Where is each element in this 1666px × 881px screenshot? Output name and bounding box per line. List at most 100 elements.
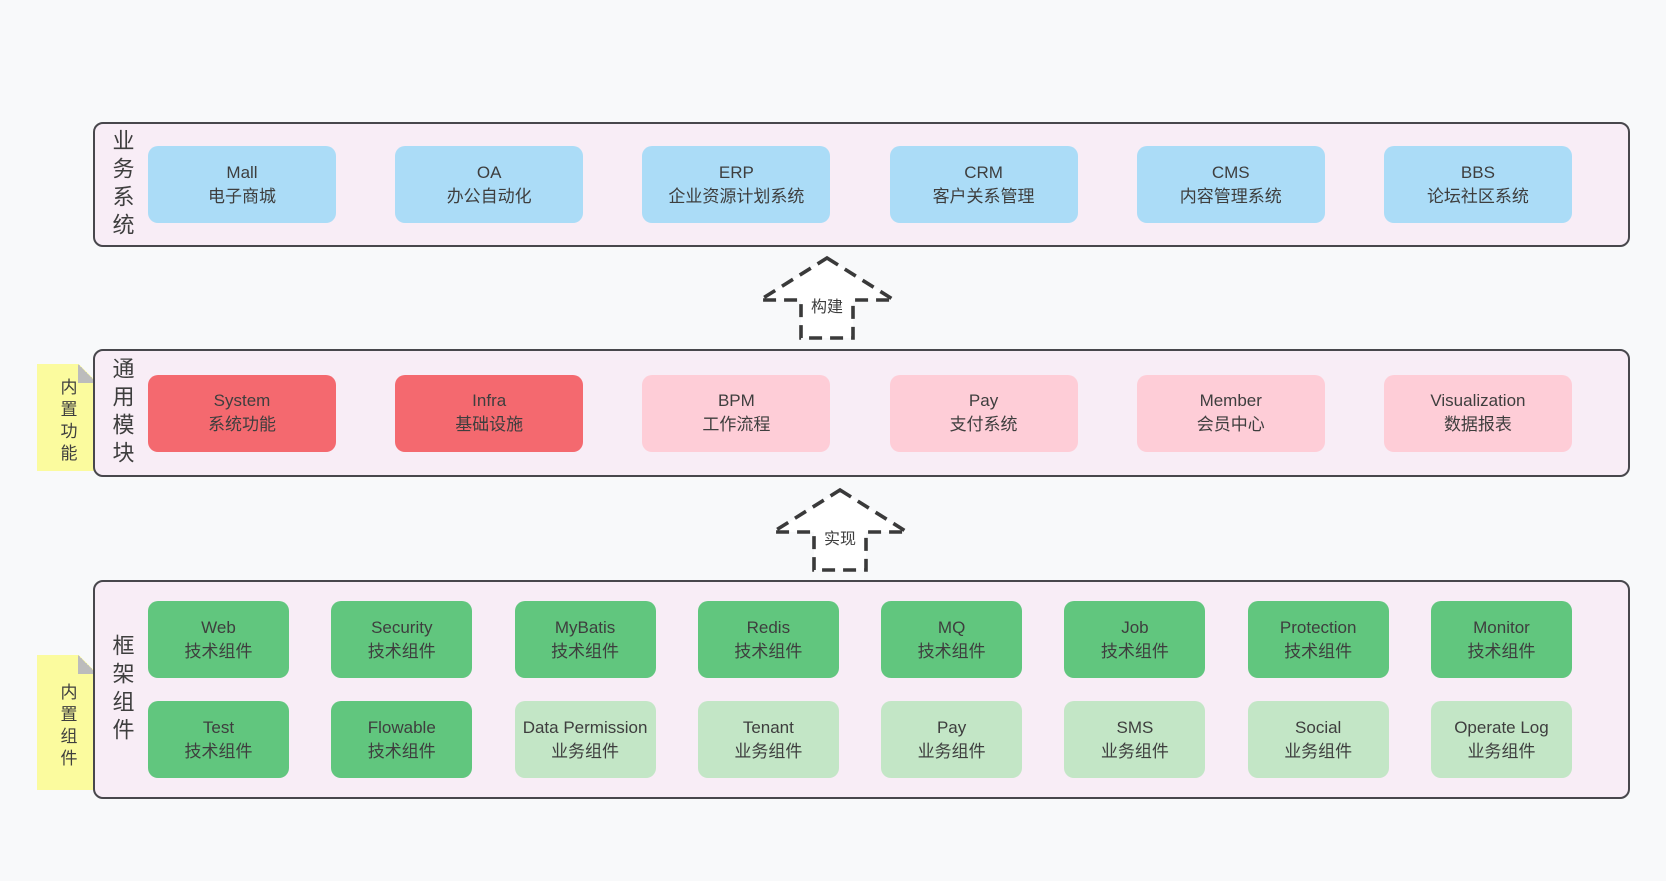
box-subtitle: 技术组件	[1284, 641, 1353, 661]
box-subtitle: 客户关系管理	[932, 186, 1035, 206]
box-title: Social	[1295, 717, 1342, 737]
box-operate-log: Operate Log 业务组件	[1430, 701, 1572, 778]
box-member: Member 会员中心	[1136, 374, 1325, 452]
box-subtitle: 技术组件	[1100, 641, 1169, 661]
box-web: Web 技术组件	[148, 601, 289, 678]
box-security: Security 技术组件	[331, 601, 473, 678]
box-pay: Pay 支付系统	[889, 374, 1078, 452]
box-title: Member	[1199, 391, 1262, 410]
box-title: Tenant	[742, 717, 794, 737]
box-title: BBS	[1460, 162, 1495, 182]
box-subtitle: 工作流程	[702, 415, 771, 434]
box-subtitle: 业务组件	[917, 741, 986, 761]
box-flowable: Flowable 技术组件	[331, 701, 473, 778]
box-subtitle: 电子商城	[208, 186, 276, 206]
box-mq: MQ 技术组件	[881, 601, 1023, 678]
box-subtitle: 技术组件	[367, 741, 436, 761]
sticky-note-builtin-components: 内置组件	[37, 655, 97, 790]
box-infra: Infra 基础设施	[395, 374, 584, 452]
business-systems-boxes: Mall 电子商城 OA 办公自动化 ERP 企业资源计划系统 CRM 客户关系管理 CMS 内容…	[148, 124, 1628, 245]
sticky-note-label: 内置功能	[57, 377, 77, 466]
box-oa: OA 办公自动化	[395, 146, 584, 223]
box-visualization: Visualization 数据报表	[1383, 374, 1572, 452]
box-subtitle: 技术组件	[184, 641, 253, 661]
box-title: MQ	[937, 617, 966, 637]
box-subtitle: 基础设施	[455, 415, 524, 434]
box-subtitle: 支付系统	[949, 415, 1018, 434]
panel-business-systems: 业务系统 Mall 电子商城 OA 办公自动化 ERP 企业资源计划系统 CRM 客户关系管理…	[93, 122, 1630, 247]
box-title: Flowable	[367, 717, 436, 737]
box-subtitle: 企业资源计划系统	[668, 186, 805, 206]
panel-side-label: 通用模块	[109, 357, 135, 469]
box-subtitle: 业务组件	[1467, 741, 1536, 761]
box-subtitle: 数据报表	[1443, 415, 1512, 434]
box-title: OA	[476, 162, 502, 182]
box-title: Pay	[968, 391, 999, 410]
box-cms: CMS 内容管理系统	[1136, 146, 1325, 223]
box-title: Mall	[226, 162, 258, 182]
box-subtitle: 业务组件	[1284, 741, 1353, 761]
box-title: Visualization	[1430, 391, 1526, 410]
box-title: Test	[202, 717, 235, 737]
box-subtitle: 技术组件	[1467, 641, 1536, 661]
box-subtitle: 论坛社区系统	[1426, 186, 1529, 206]
box-title: SMS	[1116, 717, 1154, 737]
panel-side-label: 框架组件	[109, 633, 135, 746]
box-subtitle: 内容管理系统	[1179, 186, 1282, 206]
dashed-up-arrow-implement: 实现	[765, 485, 915, 575]
box-subtitle: 业务组件	[551, 741, 620, 761]
box-subtitle: 技术组件	[184, 741, 253, 761]
box-subtitle: 技术组件	[917, 641, 986, 661]
box-test: Test 技术组件	[148, 701, 289, 778]
box-row: Mall 电子商城 OA 办公自动化 ERP 企业资源计划系统 CRM 客户关系管理 CMS 内容…	[148, 146, 1572, 223]
box-title: BPM	[717, 391, 755, 410]
box-title: Security	[371, 617, 433, 637]
sticky-note-builtin-features: 内置功能	[37, 364, 97, 471]
box-subtitle: 办公自动化	[446, 186, 532, 206]
arrow-label-build: 构建	[807, 293, 847, 318]
box-title: Protection	[1279, 617, 1357, 637]
box-title: MyBatis	[554, 617, 616, 637]
box-title: Web	[201, 617, 236, 637]
box-subtitle: 技术组件	[734, 641, 803, 661]
box-job: Job 技术组件	[1064, 601, 1206, 678]
box-title: Redis	[746, 617, 791, 637]
box-monitor: Monitor 技术组件	[1430, 601, 1572, 678]
box-title: Monitor	[1473, 617, 1530, 637]
box-title: ERP	[718, 162, 754, 182]
box-bbs: BBS 论坛社区系统	[1383, 146, 1572, 223]
box-title: CMS	[1211, 162, 1250, 182]
box-subtitle: 技术组件	[367, 641, 436, 661]
panel-side-label: 业务系统	[109, 128, 135, 241]
arrow-label-implement: 实现	[820, 525, 860, 550]
dashed-up-arrow-build: 构建	[752, 253, 902, 343]
box-title: Infra	[472, 391, 507, 410]
box-subtitle: 业务组件	[734, 741, 803, 761]
box-title: Pay	[936, 717, 967, 737]
box-subtitle: 技术组件	[551, 641, 620, 661]
box-title: Operate Log	[1454, 717, 1549, 737]
box-social: Social 业务组件	[1247, 701, 1389, 778]
box-pay-component: Pay 业务组件	[881, 701, 1023, 778]
box-tenant: Tenant 业务组件	[697, 701, 839, 778]
box-subtitle: 系统功能	[208, 415, 276, 434]
box-crm: CRM 客户关系管理	[889, 146, 1078, 223]
box-redis: Redis 技术组件	[697, 601, 839, 678]
box-erp: ERP 企业资源计划系统	[642, 146, 831, 223]
box-bpm: BPM 工作流程	[642, 374, 831, 452]
box-title: CRM	[964, 162, 1003, 182]
box-protection: Protection 技术组件	[1247, 601, 1389, 678]
box-title: Job	[1121, 617, 1149, 637]
box-subtitle: 会员中心	[1196, 415, 1265, 434]
